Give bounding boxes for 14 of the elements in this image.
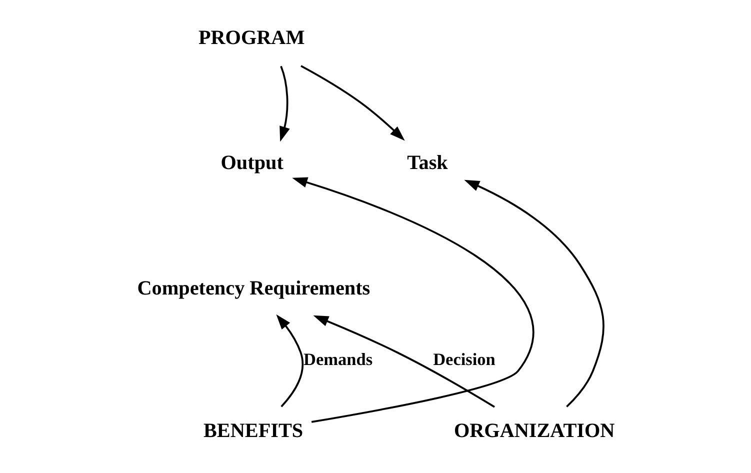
edge-label: Decision xyxy=(433,350,496,369)
node-text: Competency Requirements xyxy=(137,277,370,300)
arrow xyxy=(292,177,534,423)
arrow xyxy=(276,314,304,408)
arrow xyxy=(300,65,405,141)
node-text: PROGRAM xyxy=(198,26,305,49)
node-text: Output xyxy=(220,152,284,174)
edge-label: Demands xyxy=(304,350,373,369)
node-text: Task xyxy=(407,152,448,174)
node-text: BENEFITS xyxy=(203,420,304,442)
arrow xyxy=(313,315,495,408)
node-text: ORGANIZATION xyxy=(454,420,615,442)
arrow xyxy=(464,180,604,408)
arrow xyxy=(280,66,290,142)
